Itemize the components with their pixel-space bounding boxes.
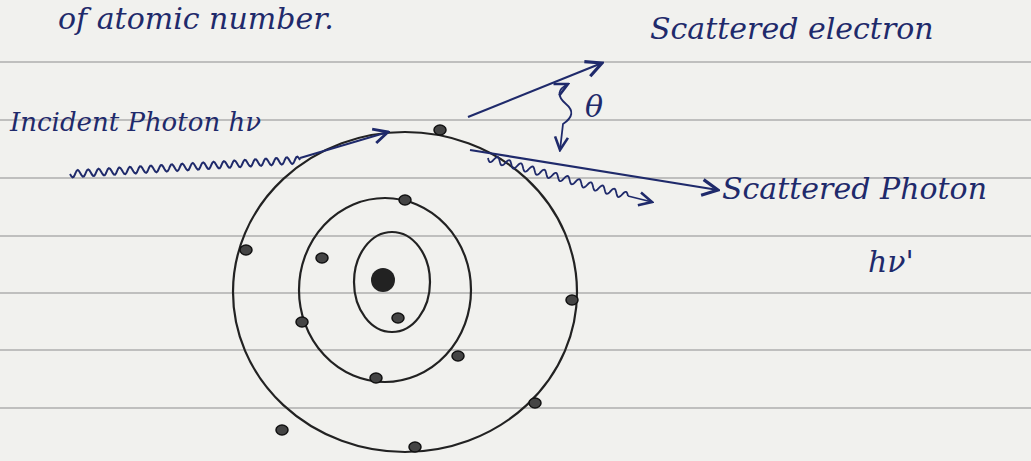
electron-orbit bbox=[233, 132, 577, 452]
electron bbox=[240, 245, 252, 255]
incident-arrow bbox=[300, 132, 388, 158]
handwritten-label: Scattered Photon bbox=[722, 172, 987, 205]
handwritten-label: Incident Photon hν bbox=[10, 108, 261, 137]
scattered-wave bbox=[488, 157, 628, 197]
electron bbox=[409, 442, 421, 452]
ruled-line bbox=[0, 349, 1031, 350]
nucleus bbox=[371, 268, 395, 292]
handwritten-label: of atomic number. bbox=[58, 2, 334, 35]
electron bbox=[529, 398, 541, 408]
electron bbox=[392, 313, 404, 323]
electron bbox=[434, 125, 446, 135]
photon-direction bbox=[470, 150, 718, 190]
electron bbox=[276, 425, 288, 435]
incident-wave bbox=[70, 157, 300, 178]
electron-arrow bbox=[468, 63, 602, 117]
electron-orbit bbox=[354, 232, 430, 332]
angle-mark bbox=[559, 84, 571, 150]
electron-orbit bbox=[299, 198, 471, 382]
ruled-line bbox=[0, 235, 1031, 236]
ruled-line bbox=[0, 292, 1031, 293]
handwritten-label: Scattered electron bbox=[650, 12, 934, 45]
electron bbox=[566, 295, 578, 305]
electron bbox=[370, 373, 382, 383]
electron bbox=[452, 351, 464, 361]
handwritten-label: θ bbox=[585, 90, 603, 123]
handwritten-label: hν' bbox=[868, 245, 914, 278]
ruled-line bbox=[0, 407, 1031, 408]
scattered-wave-head bbox=[628, 196, 652, 202]
electron bbox=[296, 317, 308, 327]
ruled-line bbox=[0, 61, 1031, 62]
electron bbox=[399, 195, 411, 205]
electron bbox=[316, 253, 328, 263]
